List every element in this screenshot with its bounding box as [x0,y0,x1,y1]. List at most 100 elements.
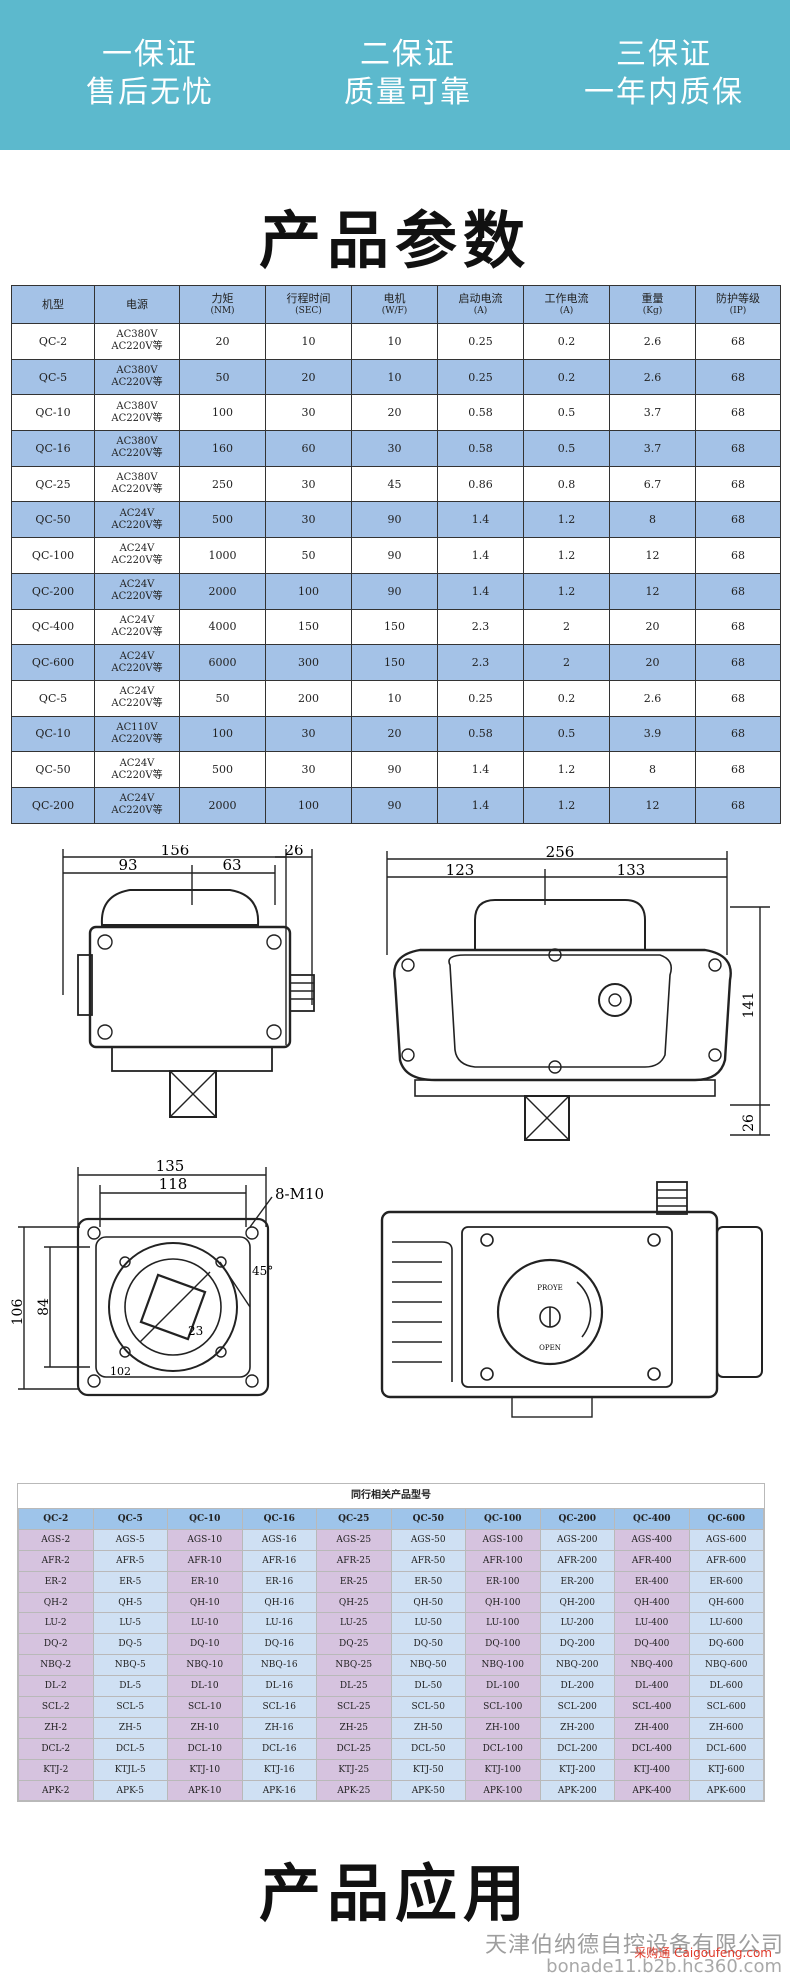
cell-work: 0.5 [523,430,610,467]
related-cell: DQ-50 [390,1633,466,1656]
related-cell: AFR-200 [539,1549,615,1572]
dim-h1-label: 106 [10,1299,26,1326]
power-line: AC220V等 [111,448,163,460]
header-main: 工作电流 [544,291,589,305]
cell-motor: 150 [351,608,438,646]
cell-model: QC-200 [11,572,95,610]
cell-torque: 500 [179,501,266,539]
cell-torque: 4000 [179,608,266,646]
cell-time: 150 [265,608,352,646]
related-cell: LU-600 [688,1612,764,1635]
related-cell: DL-400 [614,1675,690,1698]
cell-start: 0.58 [437,715,524,753]
related-cell: QH-2 [18,1591,94,1614]
params-header-cell: 机型 [11,285,95,324]
cell-motor: 20 [351,394,438,432]
related-cell: LU-100 [465,1612,541,1635]
related-cell: DL-25 [316,1675,392,1698]
related-header-cell: QC-400 [614,1508,690,1530]
dim-a-label: 93 [118,856,137,874]
inner-dim-label: 23 [188,1324,203,1338]
related-cell: APK-5 [92,1779,168,1802]
dim-a-label: 123 [446,861,475,879]
cell-ip: 68 [695,608,781,646]
power-line: AC220V等 [111,769,163,781]
header-unit: (NM) [210,305,235,316]
related-cell: AGS-600 [688,1528,764,1551]
cell-time: 200 [265,679,352,717]
cell-time: 300 [265,644,352,681]
related-cell: QH-100 [465,1591,541,1614]
dim-h-label: 141 [741,992,757,1019]
cell-model: QC-600 [11,644,95,681]
cell-time: 30 [265,501,352,539]
related-header-cell: QC-50 [390,1508,466,1530]
guarantee-3: 三保证 一年内质保 [534,36,790,112]
related-cell: KTJ-400 [614,1758,690,1781]
cell-weight: 8 [609,501,696,539]
power-line: AC24V [119,543,155,555]
cell-time: 30 [265,715,352,753]
related-cell: NBQ-400 [614,1654,690,1677]
related-cell: DCL-50 [390,1737,466,1760]
related-cell: APK-600 [688,1779,764,1802]
related-cell: KTJ-16 [241,1758,317,1781]
top-view-drawing: PROYE OPEN [372,1172,772,1442]
cell-time: 100 [265,572,352,610]
related-cell: KTJ-50 [390,1758,466,1781]
related-cell: QH-400 [614,1591,690,1614]
related-cell: DQ-16 [241,1633,317,1656]
cell-model: QC-5 [11,679,95,717]
power-line: AC380V [116,365,158,377]
power-line: AC220V等 [111,412,163,424]
related-cell: LU-50 [390,1612,466,1635]
related-cell: NBQ-16 [241,1654,317,1677]
related-cell: QH-200 [539,1591,615,1614]
cell-weight: 8 [609,751,696,788]
params-header-cell: 力矩(NM) [179,285,266,324]
related-header-cell: QC-5 [92,1508,168,1530]
power-line: AC220V等 [111,805,163,817]
related-cell: QH-25 [316,1591,392,1614]
power-line: AC220V等 [111,591,163,603]
params-header-cell: 重量(Kg) [609,285,696,324]
cell-model: QC-50 [11,751,95,788]
cell-weight: 12 [609,786,696,824]
related-cell: KTJL-5 [92,1758,168,1781]
dim-b-label: 133 [617,861,646,879]
cell-weight: 2.6 [609,323,696,360]
cell-work: 0.2 [523,679,610,717]
related-cell: DQ-5 [92,1633,168,1656]
related-cell: AGS-25 [316,1528,392,1551]
dim-c-label: 26 [284,845,303,859]
related-cell: AFR-2 [18,1549,94,1572]
related-cell: ER-200 [539,1570,615,1593]
related-header-cell: QC-25 [316,1508,392,1530]
related-cell: AFR-50 [390,1549,466,1572]
params-header-row: 机型电源力矩(NM)行程时间(SEC)电机(W/F)启动电流(A)工作电流(A)… [11,285,781,324]
company-watermark: 天津伯纳德自控设备有限公司 [484,1933,784,1958]
cell-weight: 12 [609,537,696,574]
related-cell: ER-600 [688,1570,764,1593]
related-cell: AFR-25 [316,1549,392,1572]
cell-model: QC-50 [11,501,95,539]
cell-start: 1.4 [437,751,524,788]
cell-work: 0.5 [523,715,610,753]
cell-ip: 68 [695,358,781,396]
cell-ip: 68 [695,679,781,717]
cell-weight: 2.6 [609,358,696,396]
related-header-cell: QC-16 [241,1508,317,1530]
